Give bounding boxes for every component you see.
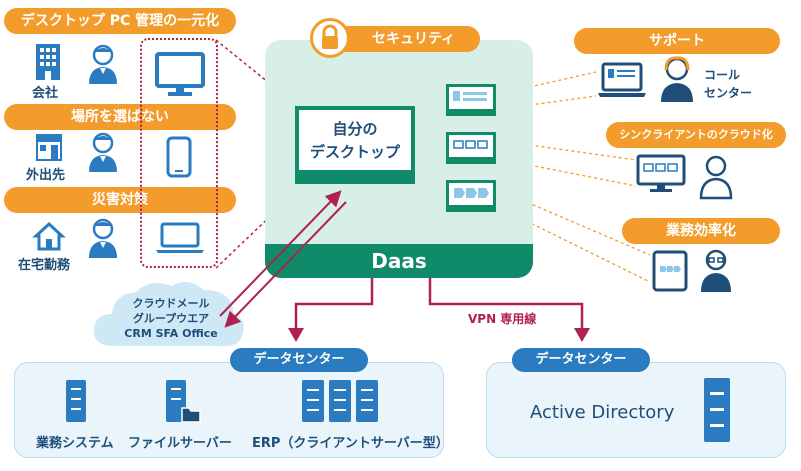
efficiency-title: 業務効率化 (622, 218, 780, 244)
person-icon (89, 132, 117, 172)
dc-item-1: 業務システム (36, 436, 114, 451)
person-icon (699, 155, 733, 200)
vpn-label: VPN 専用線 (468, 312, 537, 326)
daas-label: Daas (371, 249, 427, 273)
cloud-line1: クラウドメール (132, 297, 210, 310)
cloud-text: クラウドメール グループウエア CRM SFA Office (96, 296, 246, 341)
my-desktop-monitor: 自分の デスクトップ (295, 106, 415, 184)
person-icon (89, 44, 117, 84)
cloud-shape (93, 281, 244, 347)
section1-caption: 会社 (32, 86, 59, 101)
efficiency-title-text: 業務効率化 (666, 223, 736, 239)
profile-card-icon (453, 91, 487, 101)
tablet-icon (652, 250, 688, 292)
section3-title-text: 災害対策 (92, 192, 148, 208)
daas-bar: Daas (265, 244, 533, 278)
link-left-dc (294, 278, 374, 330)
dc-item-2: ファイルサーバー (128, 436, 232, 451)
section3-caption: 在宅勤務 (18, 258, 71, 273)
datacenter-right-title: データセンター (512, 348, 650, 372)
home-icon (32, 221, 66, 251)
server-icon (704, 378, 730, 442)
laptop-icon (598, 62, 646, 97)
store-icon (36, 134, 62, 161)
server-rack-icon (302, 380, 378, 422)
right-link-1b (493, 95, 597, 111)
panel-monitor-1 (446, 84, 496, 116)
server-icon (66, 380, 86, 422)
section1-title: デスクトップ PC 管理の一元化 (4, 8, 236, 34)
thin-client-title: シンクライアントのクラウド化 (606, 122, 786, 148)
desktop-line2: デスクトップ (309, 143, 400, 161)
section2-title: 場所を選ばない (4, 104, 236, 130)
thin-client-title-text: シンクライアントのクラウド化 (619, 128, 773, 141)
support-title-text: サポート (649, 33, 705, 49)
operator-icon (661, 56, 693, 102)
devices-group (140, 38, 218, 268)
security-label: セキュリティ (372, 31, 456, 47)
right-link-3a (493, 187, 651, 256)
arrows-icon (454, 188, 489, 198)
person-icon (89, 218, 117, 258)
datacenter-left-title-text: データセンター (253, 352, 345, 367)
panel-monitor-3 (446, 180, 496, 212)
multi-screen-icon (453, 140, 488, 149)
section3-title: 災害対策 (4, 187, 236, 213)
support-title: サポート (574, 28, 780, 54)
desktop-line1: 自分の (332, 120, 378, 138)
section2-title-text: 場所を選ばない (71, 109, 169, 125)
monitor-icon (155, 52, 205, 96)
active-directory-label: Active Directory (530, 402, 675, 423)
datacenter-right (486, 362, 786, 458)
cloud-arrow-up (219, 190, 342, 317)
lock-icon (310, 18, 350, 58)
right-link-3b (493, 204, 651, 283)
support-caption-2: センター (704, 86, 753, 100)
link-right-dc (428, 278, 584, 330)
section2-caption: 外出先 (26, 168, 66, 183)
file-server-icon (166, 380, 201, 423)
panel-monitor-2 (446, 132, 496, 164)
smartphone-icon (166, 136, 192, 178)
arrowhead-left (288, 328, 304, 342)
laptop-icon (156, 222, 204, 253)
person-glasses-icon (701, 249, 731, 292)
support-caption-1: コール (704, 68, 741, 82)
datacenter-right-title-text: データセンター (535, 352, 627, 367)
datacenter-left-title: データセンター (230, 348, 368, 372)
cloud-line2: グループウエア (132, 312, 210, 325)
section1-title-text: デスクトップ PC 管理の一元化 (20, 13, 220, 29)
cloud-line3: CRM SFA Office (124, 327, 218, 340)
arrowhead-right (574, 328, 590, 342)
cloud-arrow-down (224, 201, 347, 328)
monitor-icon (636, 154, 686, 192)
dc-item-3: ERP（クライアントサーバー型） (252, 436, 449, 451)
building-icon (36, 44, 60, 80)
